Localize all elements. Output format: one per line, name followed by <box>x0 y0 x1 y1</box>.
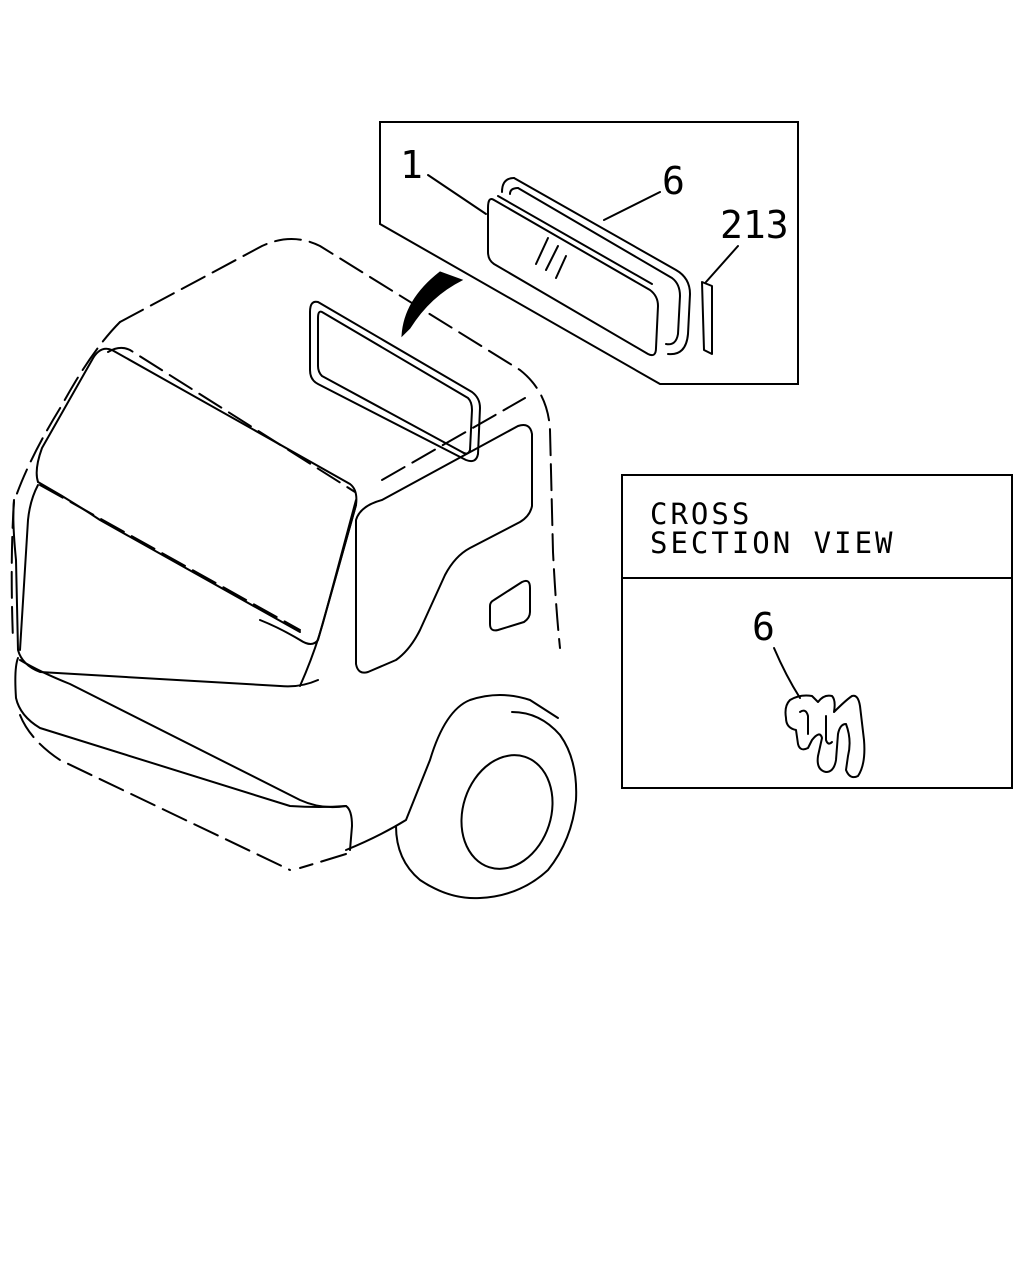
cab-roof-outline <box>119 238 561 649</box>
cab-front-lower-outline <box>19 714 291 871</box>
wheel-rim <box>460 754 554 870</box>
truck-cab-details <box>12 271 578 900</box>
weatherstrip-left <box>501 177 519 195</box>
indicator-arrow <box>401 271 464 338</box>
cab-rear-window-inner <box>317 310 473 455</box>
front-bumper <box>14 657 353 851</box>
detail-inset-frame <box>379 121 799 385</box>
cab-rear-window-outer <box>309 300 481 463</box>
weatherstrip-profile <box>784 694 866 779</box>
callout-weatherstrip: 6 <box>662 159 685 203</box>
bumper-lower-line <box>299 853 347 869</box>
cab-left-side-outline <box>10 321 121 641</box>
detail-inset: 1 6 213 <box>379 121 799 385</box>
door-side-marker <box>489 579 531 632</box>
a-pillar <box>299 499 357 687</box>
windshield-frame <box>35 347 358 645</box>
callout-glass: 1 <box>400 143 423 187</box>
front-lower-edge <box>19 484 39 651</box>
door-window <box>355 424 533 674</box>
cab-windshield-upper-line <box>107 346 356 493</box>
bumper-top-edge <box>19 659 347 809</box>
cross-section-frame <box>621 474 1013 789</box>
weatherstrip-profile-inner <box>799 709 833 745</box>
cross-section-panel: CROSS SECTION VIEW 6 <box>621 474 1013 789</box>
cross-section-title-line2: SECTION VIEW <box>650 526 896 560</box>
callout-sealant: 213 <box>720 203 789 247</box>
glass-reflection-mark <box>535 237 567 279</box>
cross-section-callout: 6 <box>752 605 775 649</box>
wheel-arch <box>345 694 559 851</box>
cab-roof-rear-line <box>381 397 526 481</box>
front-fascia <box>12 499 319 688</box>
glass-panel-edge <box>497 195 653 285</box>
weatherstrip-inner <box>517 187 681 346</box>
sealant-strip <box>701 281 713 355</box>
leader-glass <box>427 174 487 215</box>
truck-cab-outline <box>10 238 561 871</box>
cross-section-title-line1: CROSS <box>650 497 752 531</box>
cross-section-leader <box>773 647 801 699</box>
leader-sealant <box>705 245 739 283</box>
wheel-tire <box>395 711 578 900</box>
weatherstrip-outer <box>513 177 691 356</box>
leader-weatherstrip <box>603 191 661 221</box>
windshield-inner-edge <box>37 481 301 633</box>
glass-panel <box>487 198 659 357</box>
